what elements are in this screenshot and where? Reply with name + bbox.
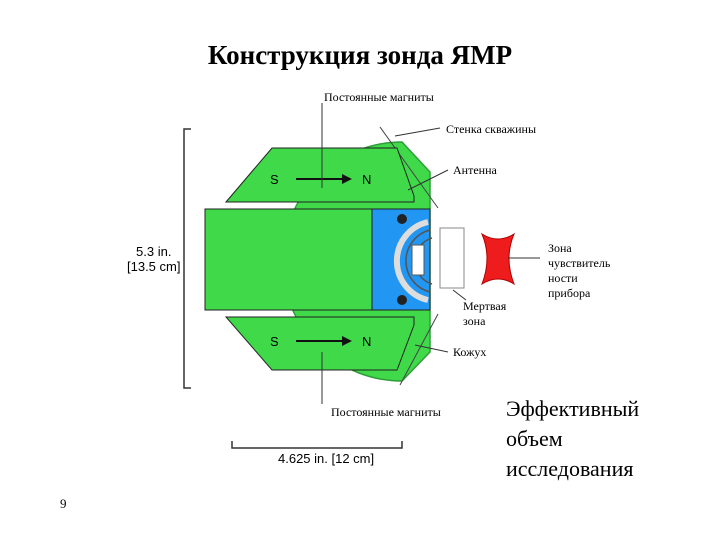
leader-dead-zone [452, 289, 467, 301]
effective-volume-line-3: исследования [506, 456, 634, 481]
sensitive-zone-shape [480, 232, 516, 286]
label-borehole-wall: Стенка скважины [446, 122, 536, 136]
center-band [204, 208, 373, 311]
magnet-arrowhead-bottom [342, 336, 352, 346]
antenna-terminal-bottom [397, 295, 407, 305]
width-dimension-line [231, 441, 403, 449]
effective-volume-line-1: Эффективный [506, 396, 640, 421]
label-sensitive-zone: Зона чувствитель ности прибора [548, 241, 610, 301]
width-dimension-label: 4.625 in. [12 cm] [278, 451, 375, 466]
height-in: 5.3 in. [136, 244, 172, 259]
sensitive-zone-line-3: ности [548, 271, 578, 285]
effective-volume-label: Эффективный объем исследования [506, 394, 639, 484]
label-antenna: Антенна [453, 163, 497, 177]
dead-zone-line-1: Мертвая [463, 299, 507, 313]
pole-s-top: S [270, 172, 279, 187]
pole-n-bottom: N [362, 334, 372, 349]
height-dimension-line [183, 128, 191, 389]
antenna-arc-outer [393, 219, 429, 303]
height-cm: [13.5 cm] [127, 259, 181, 274]
effective-volume-line-2: объем [506, 426, 563, 451]
label-magnets-top: Постоянные магниты [324, 90, 434, 104]
label-magnets-bottom: Постоянные магниты [331, 405, 441, 419]
dead-zone-line-2: зона [463, 314, 486, 328]
slide-title: Конструкция зонда ЯМР [207, 40, 513, 70]
magnet-arrowhead-top [342, 174, 352, 184]
antenna-terminal-top [397, 214, 407, 224]
dead-zone-box [439, 227, 465, 289]
label-dead-zone: Мертвая зона [463, 299, 506, 329]
magnet-bottom [224, 316, 415, 371]
leader-casing [414, 344, 449, 353]
antenna-arc-mid [405, 229, 431, 293]
magnet-top [224, 147, 415, 203]
sensitive-zone-line-1: Зона [548, 241, 572, 255]
sensitive-zone-line-4: прибора [548, 286, 591, 300]
pole-s-bottom: S [270, 334, 279, 349]
height-dimension-label: 5.3 in. [13.5 cm] [127, 244, 180, 274]
sensitive-zone-line-2: чувствитель [548, 256, 611, 270]
leader-borehole-wall [394, 127, 441, 137]
borehole-wall-arc [379, 126, 439, 386]
antenna-core [411, 244, 425, 276]
label-casing: Кожух [453, 345, 487, 359]
page-number: 9 [60, 496, 67, 511]
pole-n-top: N [362, 172, 372, 187]
leader-antenna [407, 169, 449, 191]
